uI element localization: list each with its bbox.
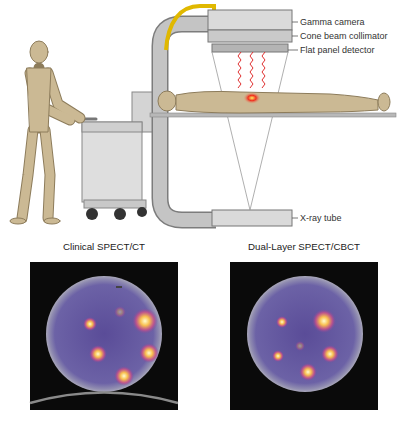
patient — [243, 92, 261, 104]
spect-ct-image — [114, 366, 134, 386]
spect-ct-image — [30, 262, 178, 410]
patient — [378, 93, 390, 111]
cone-beam — [250, 52, 288, 210]
leader-line — [292, 22, 298, 23]
spect-cbct-image — [230, 262, 378, 410]
part-label: Gamma camera — [300, 17, 365, 28]
operator-mannequin — [22, 130, 33, 218]
x-ray-tube — [212, 210, 292, 226]
cone-beam — [212, 52, 250, 210]
spect-cbct-image — [295, 341, 305, 351]
gamma-rays — [238, 52, 265, 88]
spect-ct-image — [83, 317, 97, 331]
spect-ct-image — [30, 393, 178, 404]
part-label: Cone beam collimator — [300, 31, 388, 42]
panel-title: Clinical SPECT/CT — [30, 241, 178, 253]
patient — [150, 91, 396, 117]
operator-mannequin — [45, 130, 50, 218]
spect-ct-image — [114, 306, 126, 318]
image-panel: Clinical SPECT/CT — [30, 241, 178, 411]
gamma-camera-head — [208, 30, 292, 42]
spect-ct-image — [139, 343, 159, 363]
c-arm-cart — [84, 200, 146, 208]
spect-cbct-image — [276, 316, 288, 328]
c-arm-cart — [82, 122, 142, 202]
gamma-rays — [262, 52, 265, 88]
c-arm-cart — [137, 207, 147, 217]
patient — [158, 91, 176, 111]
patient — [150, 113, 396, 117]
c-arm-cart — [82, 122, 142, 132]
operator-mannequin — [27, 68, 51, 132]
spect-cbct-image — [299, 363, 317, 381]
leader-line — [292, 218, 298, 219]
c-arm — [160, 24, 216, 220]
gamma-rays — [238, 52, 241, 88]
spect-ct-image — [116, 286, 122, 288]
spect-ct-image — [89, 345, 107, 363]
gamma-camera-head — [208, 10, 292, 52]
c-arm — [160, 24, 216, 220]
operator-mannequin — [45, 130, 50, 218]
cone-beam — [212, 52, 288, 210]
operator-mannequin — [30, 41, 48, 63]
spect-cbct-image — [312, 309, 336, 333]
spect-cbct-image — [321, 345, 339, 363]
operator-mannequin — [10, 218, 26, 224]
c-arm-cart — [76, 92, 154, 220]
spect-cbct-image — [247, 276, 363, 392]
gamma-camera-head — [208, 10, 292, 30]
panel-title: Dual-Layer SPECT/CBCT — [230, 241, 378, 253]
operator-mannequin — [44, 218, 60, 224]
c-arm-cart — [114, 208, 126, 220]
part-label: Flat panel detector — [300, 45, 375, 56]
operator-mannequin — [22, 130, 33, 218]
spect-cbct-image — [272, 350, 284, 362]
spect-cbct-image — [230, 262, 378, 410]
leader-line — [292, 36, 298, 37]
gamma-camera-head — [212, 44, 288, 52]
patient — [176, 91, 378, 113]
spect-ct-image — [46, 276, 162, 392]
operator-mannequin — [10, 41, 80, 224]
leader-line — [288, 22, 298, 218]
leader-line — [288, 50, 298, 51]
gamma-rays — [250, 52, 253, 88]
part-label: X-ray tube — [300, 213, 342, 224]
c-arm — [166, 6, 214, 50]
c-arm-cart — [86, 208, 98, 220]
image-panel: Dual-Layer SPECT/CBCT — [230, 241, 378, 411]
spect-ct-image — [132, 308, 158, 334]
operator-mannequin — [22, 68, 80, 218]
spect-ct-image — [30, 262, 178, 410]
